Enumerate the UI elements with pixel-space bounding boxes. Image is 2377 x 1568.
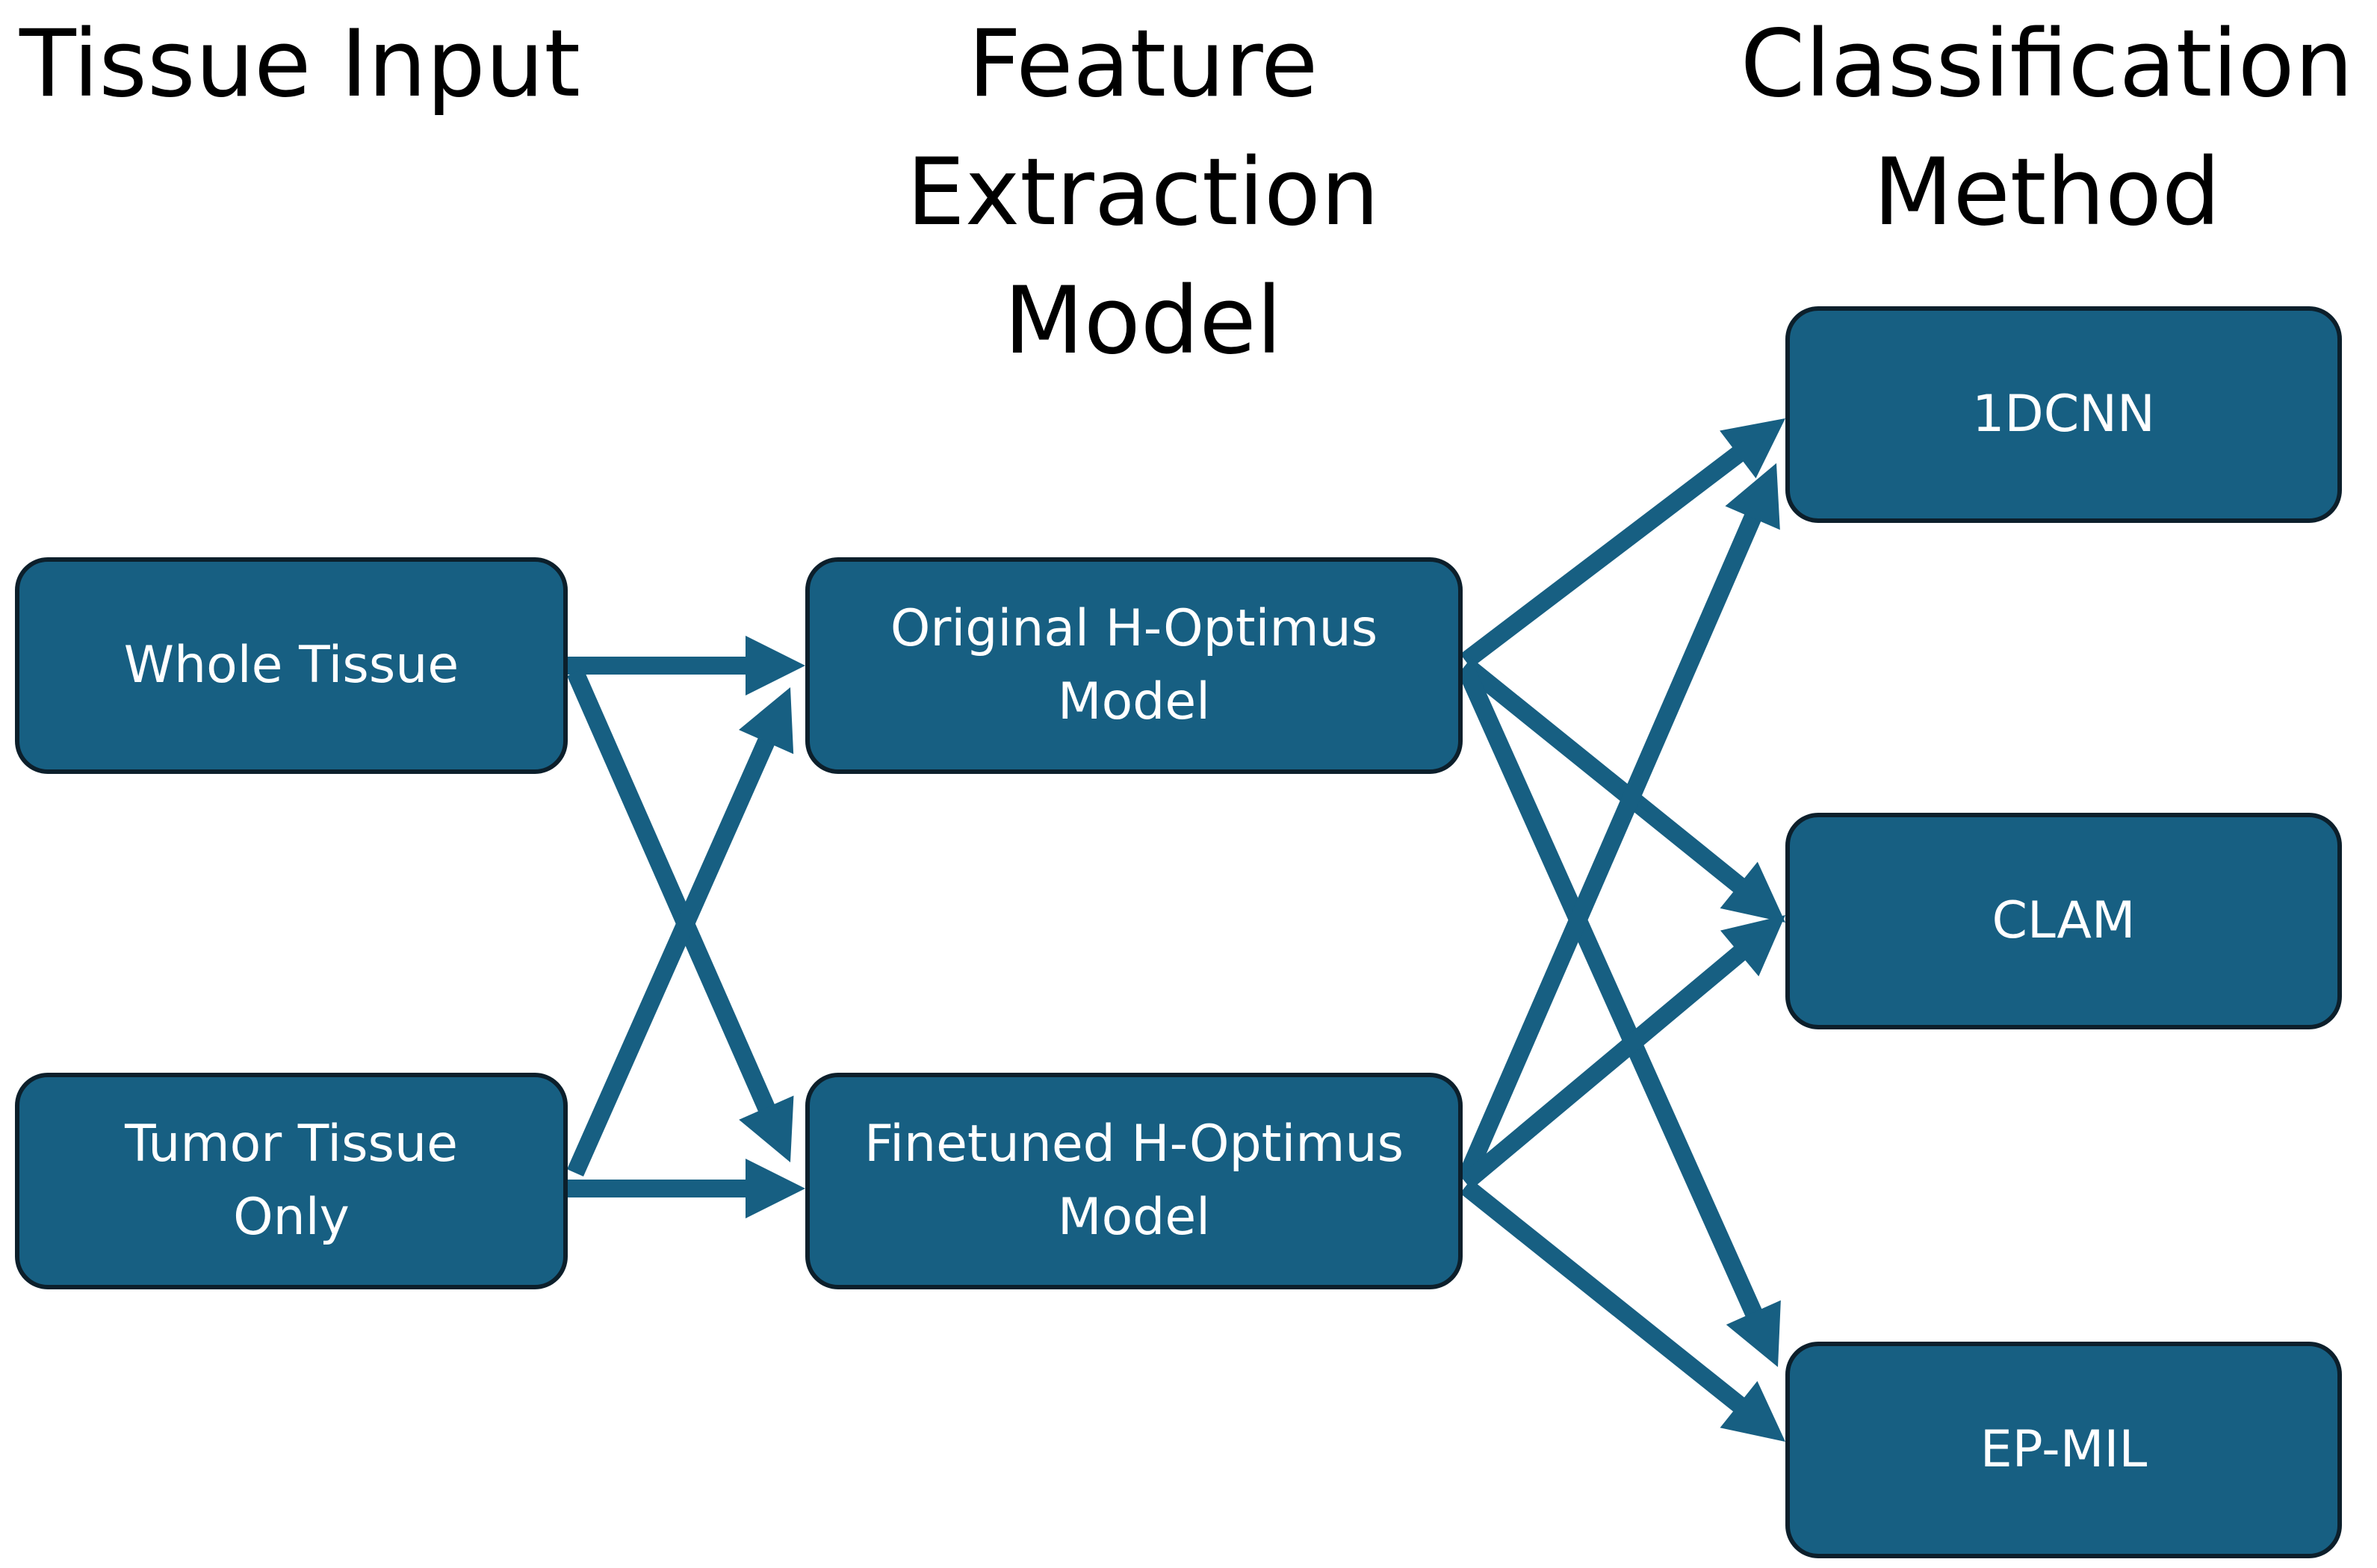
node-label: CLAM bbox=[1992, 891, 2136, 950]
heading-line: Tissue Input bbox=[19, 10, 580, 118]
arrowhead-whole-tissue-to-finetuned-model bbox=[739, 1095, 794, 1162]
node-label-line: Tumor Tissue bbox=[125, 1115, 458, 1174]
arrowhead-finetuned-model-to-cnn bbox=[1725, 463, 1780, 530]
node-ep-mil: EP-MIL bbox=[1785, 1342, 2342, 1558]
arrowhead-original-model-to-epmil bbox=[1726, 1300, 1781, 1367]
arrowhead-whole-tissue-to-original-model bbox=[746, 636, 805, 695]
node-tumor-tissue-only: Tumor Tissue Only bbox=[15, 1073, 568, 1289]
heading-line: Extraction bbox=[906, 139, 1380, 247]
column-heading-feature-extraction: Feature Extraction Model bbox=[837, 0, 1449, 385]
node-label-line: Model bbox=[1057, 672, 1211, 731]
node-whole-tissue: Whole Tissue bbox=[15, 557, 568, 774]
node-label-line: Finetuned H-Optimus bbox=[864, 1115, 1404, 1174]
heading-line: Feature bbox=[967, 10, 1318, 118]
arrow-finetuned-model-to-epmil bbox=[1460, 1179, 1747, 1413]
node-1dcnn: 1DCNN bbox=[1785, 306, 2342, 523]
heading-line: Method bbox=[1873, 139, 2221, 247]
arrowhead-tumor-tissue-to-finetuned-model bbox=[746, 1159, 805, 1218]
node-finetuned-h-optimus-model: Finetuned H-Optimus Model bbox=[805, 1073, 1463, 1289]
arrowhead-tumor-tissue-to-original-model bbox=[739, 687, 794, 754]
arrow-tumor-tissue-to-original-model bbox=[567, 735, 776, 1177]
arrow-whole-tissue-to-finetuned-model bbox=[567, 669, 776, 1115]
node-clam: CLAM bbox=[1785, 813, 2342, 1029]
arrowhead-original-model-to-clam bbox=[1720, 861, 1785, 923]
arrowhead-finetuned-model-to-clam bbox=[1720, 915, 1785, 977]
node-label: 1DCNN bbox=[1972, 385, 2155, 444]
column-heading-tissue-input: Tissue Input bbox=[0, 0, 632, 128]
arrow-original-model-to-clam bbox=[1460, 657, 1747, 894]
arrowhead-finetuned-model-to-epmil bbox=[1720, 1380, 1785, 1442]
arrow-original-model-to-epmil bbox=[1457, 665, 1763, 1319]
node-label-line: Model bbox=[1057, 1188, 1211, 1247]
heading-line: Classification bbox=[1740, 10, 2354, 118]
heading-line: Model bbox=[1003, 267, 1283, 375]
arrowhead-original-model-to-cnn bbox=[1720, 418, 1785, 479]
node-label-line: Original H-Optimus bbox=[890, 599, 1378, 658]
arrow-finetuned-model-to-cnn bbox=[1457, 511, 1762, 1183]
arrow-original-model-to-cnn bbox=[1460, 445, 1746, 669]
arrow-finetuned-model-to-clam bbox=[1460, 944, 1748, 1190]
node-original-h-optimus-model: Original H-Optimus Model bbox=[805, 557, 1463, 774]
node-label-line: Only bbox=[233, 1188, 350, 1247]
node-label: EP-MIL bbox=[1980, 1420, 2148, 1479]
node-label: Whole Tissue bbox=[123, 636, 459, 695]
column-heading-classification-method: Classification Method bbox=[1718, 0, 2376, 257]
